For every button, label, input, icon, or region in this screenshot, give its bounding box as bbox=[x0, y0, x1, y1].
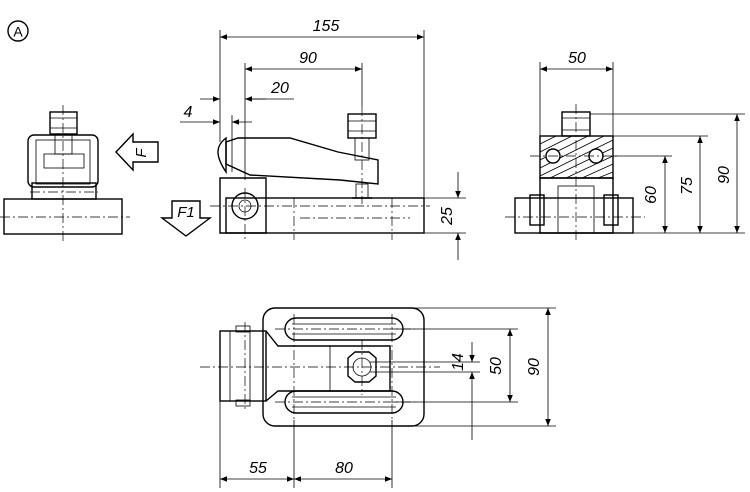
dim-height-75: 75 bbox=[679, 177, 696, 195]
dim-slot-width: 14 bbox=[450, 353, 467, 371]
force-arrow-f1: F1 bbox=[159, 200, 213, 237]
front-view-dimensions: 155 90 20 4 25 bbox=[180, 18, 466, 260]
dim-overall-height: 90 bbox=[716, 166, 733, 184]
dim-base-height: 25 bbox=[439, 207, 456, 226]
force-label-f1: F1 bbox=[177, 204, 195, 221]
force-arrow-f: F bbox=[115, 132, 159, 172]
dim-edge-offset: 4 bbox=[184, 104, 193, 121]
force-label-f: F bbox=[133, 148, 150, 158]
dim-slot-spacing: 50 bbox=[488, 357, 505, 375]
dim-base-width: 90 bbox=[526, 358, 543, 376]
front-side-view bbox=[210, 106, 430, 240]
dim-pivot-length: 55 bbox=[249, 460, 267, 477]
top-plan-view bbox=[200, 307, 440, 427]
view-label-text: A bbox=[13, 24, 23, 40]
dim-clamp-offset: 20 bbox=[270, 80, 289, 97]
dim-head-width: 50 bbox=[568, 50, 586, 67]
dim-overall-length: 155 bbox=[313, 18, 340, 35]
dim-height-60: 60 bbox=[643, 186, 660, 204]
left-end-view bbox=[0, 105, 130, 244]
dim-screw-offset: 90 bbox=[299, 50, 317, 67]
right-end-view bbox=[505, 104, 645, 242]
view-label: A bbox=[7, 20, 29, 42]
top-view-dimensions: 14 50 90 55 80 bbox=[219, 307, 556, 488]
dim-slot-length: 80 bbox=[335, 460, 353, 477]
right-view-dimensions: 50 60 75 90 bbox=[539, 50, 745, 234]
